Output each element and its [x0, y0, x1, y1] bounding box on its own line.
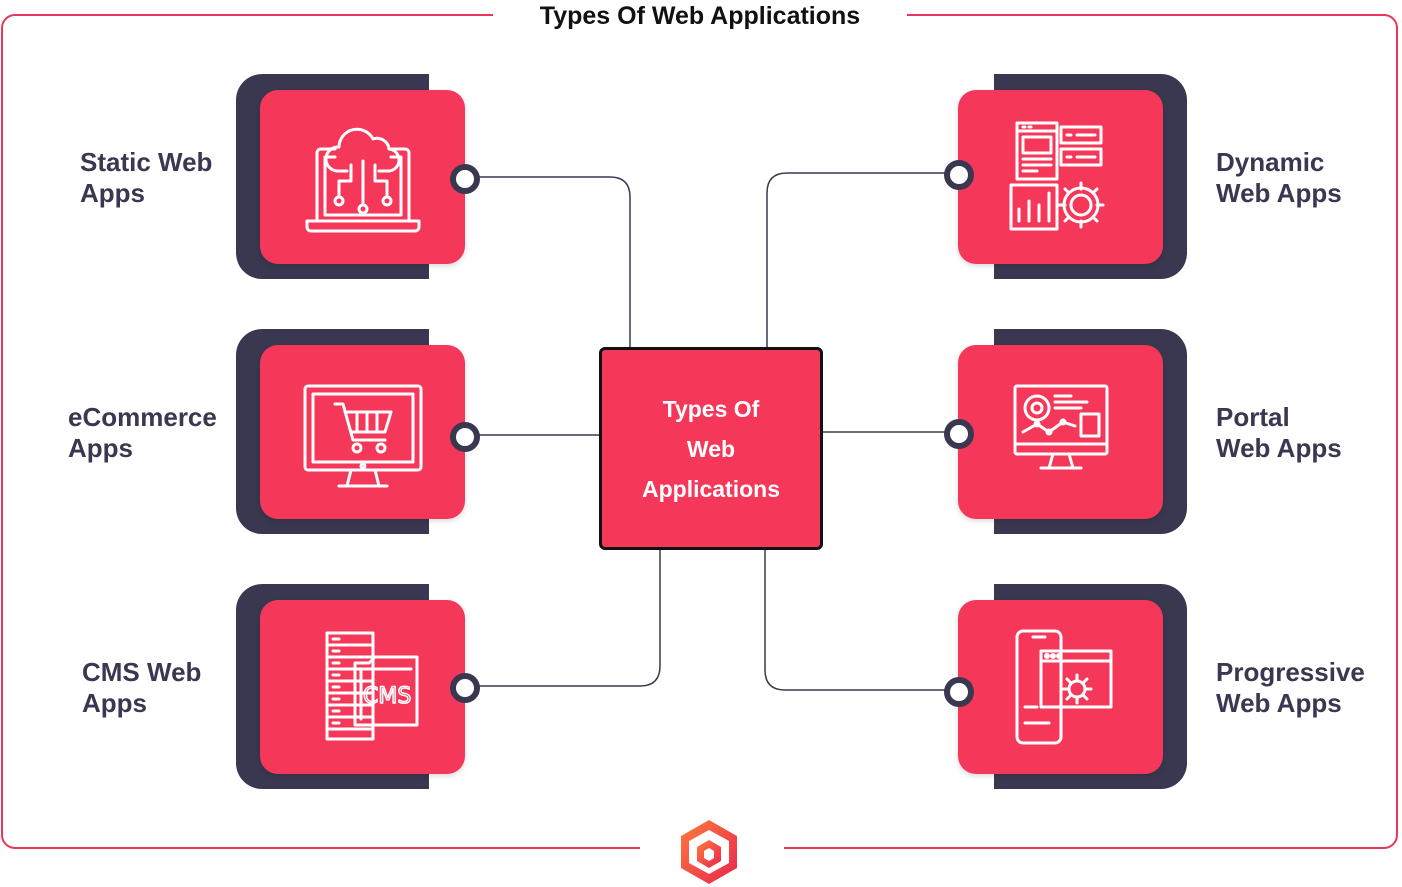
connector-dot-portal [944, 419, 974, 449]
label-portal-web-apps: Portal Web Apps [1216, 402, 1342, 463]
card-portal-web-apps [958, 345, 1163, 519]
connector-dot-dynamic [944, 160, 974, 190]
mobile-browser-gear-icon [1015, 629, 1112, 745]
connector-dynamic [766, 172, 952, 348]
connector-dot-ecommerce [450, 422, 480, 452]
label-static-web-apps: Static Web Apps [80, 147, 213, 208]
svg-text:CMS: CMS [363, 684, 411, 709]
portal-monitor-icon [1013, 384, 1108, 470]
card-cms-web-apps: CMS [260, 600, 465, 774]
brand-logo-icon [681, 820, 737, 884]
cms-server-icon: CMS [325, 631, 418, 741]
connector-dot-static [450, 164, 480, 194]
connector-static [470, 176, 631, 348]
label-cms-web-apps: CMS Web Apps [82, 657, 202, 718]
card-static-web-apps [260, 90, 465, 264]
connector-progressive [764, 549, 952, 691]
cloud-laptop-icon [305, 127, 420, 233]
label-dynamic-web-apps: Dynamic Web Apps [1216, 147, 1342, 208]
connector-cms [470, 549, 661, 687]
card-progressive-web-apps [958, 600, 1163, 774]
connector-dot-cms [450, 673, 480, 703]
card-ecommerce-apps [260, 345, 465, 519]
shopping-cart-monitor-icon [303, 384, 422, 488]
connector-dot-progressive [944, 677, 974, 707]
label-ecommerce-apps: eCommerce Apps [68, 402, 217, 463]
card-dynamic-web-apps [958, 90, 1163, 264]
central-node: Types Of Web Applications [599, 347, 823, 550]
label-progressive-web-apps: Progressive Web Apps [1216, 657, 1365, 718]
dashboard-gear-icon [1009, 121, 1104, 231]
page-title: Types Of Web Applications [493, 0, 907, 32]
